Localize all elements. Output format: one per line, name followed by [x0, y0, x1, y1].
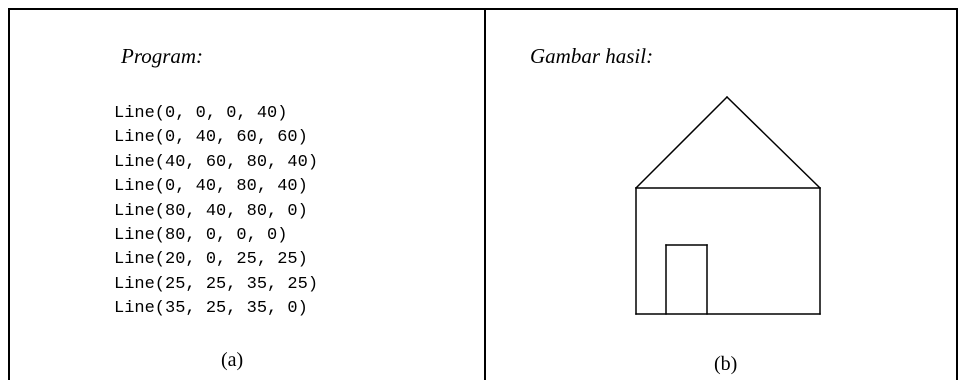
- program-code-block: Line(0, 0, 0, 40) Line(0, 40, 60, 60) Li…: [114, 102, 318, 322]
- roof-right-edge: [725, 95, 822, 190]
- caption-a: (a): [221, 349, 244, 371]
- result-heading: Gambar hasil:: [530, 44, 654, 68]
- table-column-divider: [484, 8, 486, 380]
- table-right-border: [956, 8, 958, 380]
- code-line: Line(25, 25, 35, 25): [114, 274, 319, 294]
- house-drawing: [634, 95, 822, 315]
- table-top-border: [8, 8, 958, 10]
- code-line: Line(40, 60, 80, 40): [114, 152, 319, 172]
- program-heading: Program:: [121, 44, 204, 68]
- code-line: Line(0, 0, 0, 40): [114, 104, 288, 123]
- roof-left-edge: [634, 95, 729, 190]
- code-line: Line(20, 0, 25, 25): [114, 250, 308, 270]
- code-line: Line(0, 40, 80, 40): [114, 177, 308, 197]
- table-left-border: [8, 8, 10, 380]
- code-line: Line(80, 40, 80, 0): [114, 201, 308, 221]
- code-line: Line(35, 25, 35, 0): [114, 299, 308, 319]
- caption-b: (b): [714, 353, 738, 375]
- code-line: Line(80, 0, 0, 0): [114, 225, 288, 245]
- code-line: Line(0, 40, 60, 60): [114, 128, 308, 148]
